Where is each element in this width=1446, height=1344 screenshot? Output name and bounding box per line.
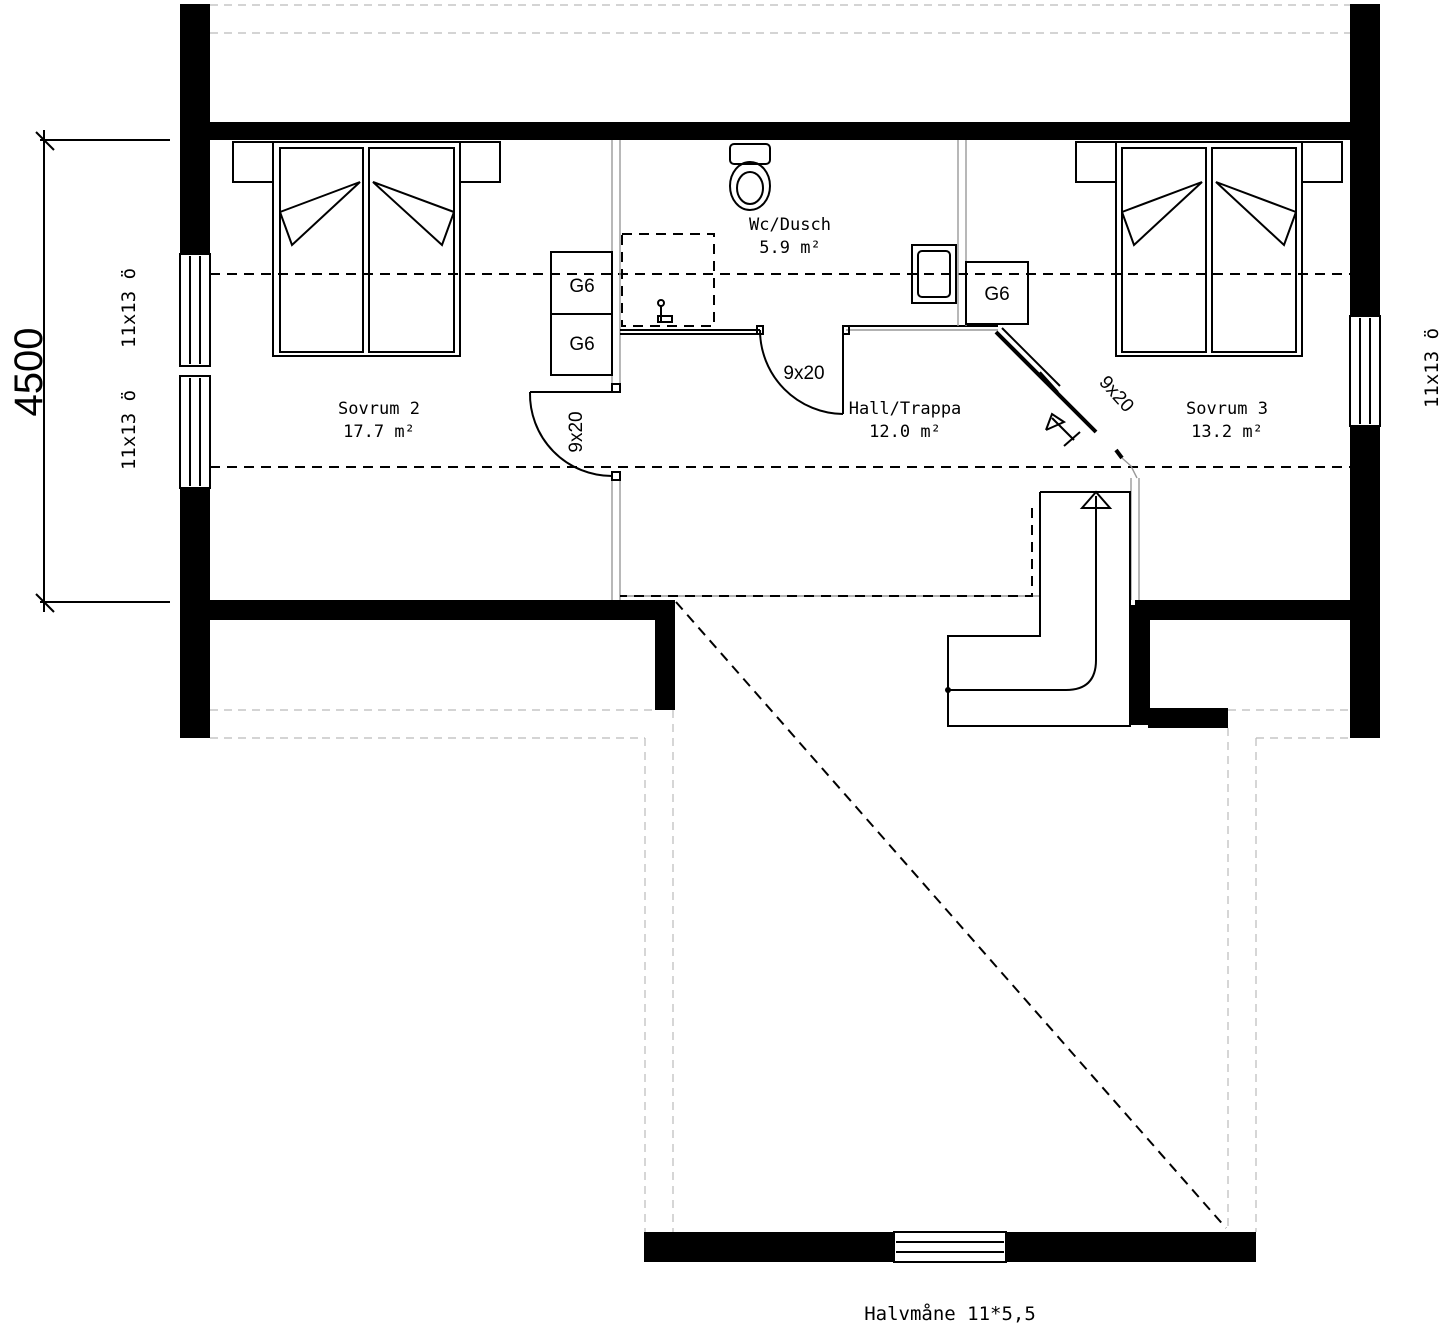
double-bed-sovrum3 [1075,141,1343,357]
room-name-wc: Wc/Dusch [749,215,831,235]
gable-window-label: Halvmåne 11*5,5 [864,1302,1036,1325]
room-name-hall: Hall/Trappa [849,399,962,419]
room-name-sovrum2: Sovrum 2 [338,399,420,419]
door-label-sovrum2: 9x20 [566,411,587,452]
door-sovrum3 [994,327,1138,479]
double-bed-sovrum2 [232,141,501,357]
roof-outline-top [210,4,1350,34]
window-label-left-upper: 11x13 ö [118,268,140,348]
toilet [729,143,771,211]
wardrobe-sovrum3 [965,261,1029,325]
room-area-sovrum2: 17.7 m² [343,422,415,442]
door-sovrum2 [528,383,621,481]
staircase [620,490,1131,727]
washbasin [911,244,957,304]
dimension-line [35,130,170,613]
window-left-lower [179,375,211,489]
lower-roof-outline [210,601,1350,1232]
room-area-wc: 5.9 m² [759,238,820,258]
door-label-sovrum3: 9x20 [1094,372,1137,417]
dimension-label: 4500 [7,328,51,417]
wardrobe-label-3: G6 [984,284,1009,305]
window-label-right: 11x13 ö [1421,328,1443,408]
wardrobe-sovrum2-lower [550,313,613,376]
window-label-left-lower: 11x13 ö [118,390,140,470]
door-label-wc: 9x20 [783,363,824,384]
room-area-sovrum3: 13.2 m² [1191,422,1263,442]
exterior-walls [180,4,1380,738]
shower-area [621,233,715,327]
window-left-upper [179,253,211,367]
arrow-icon [1045,412,1081,447]
wardrobe-label-1: G6 [569,276,594,297]
interior-partitions [611,140,1140,600]
room-name-sovrum3: Sovrum 3 [1186,399,1268,419]
room-area-hall: 12.0 m² [869,422,941,442]
wardrobe-label-2: G6 [569,334,594,355]
gable-wall [644,1231,1256,1263]
door-wc [756,325,850,415]
window-right [1349,315,1381,427]
knee-wall-lines [210,273,1350,468]
